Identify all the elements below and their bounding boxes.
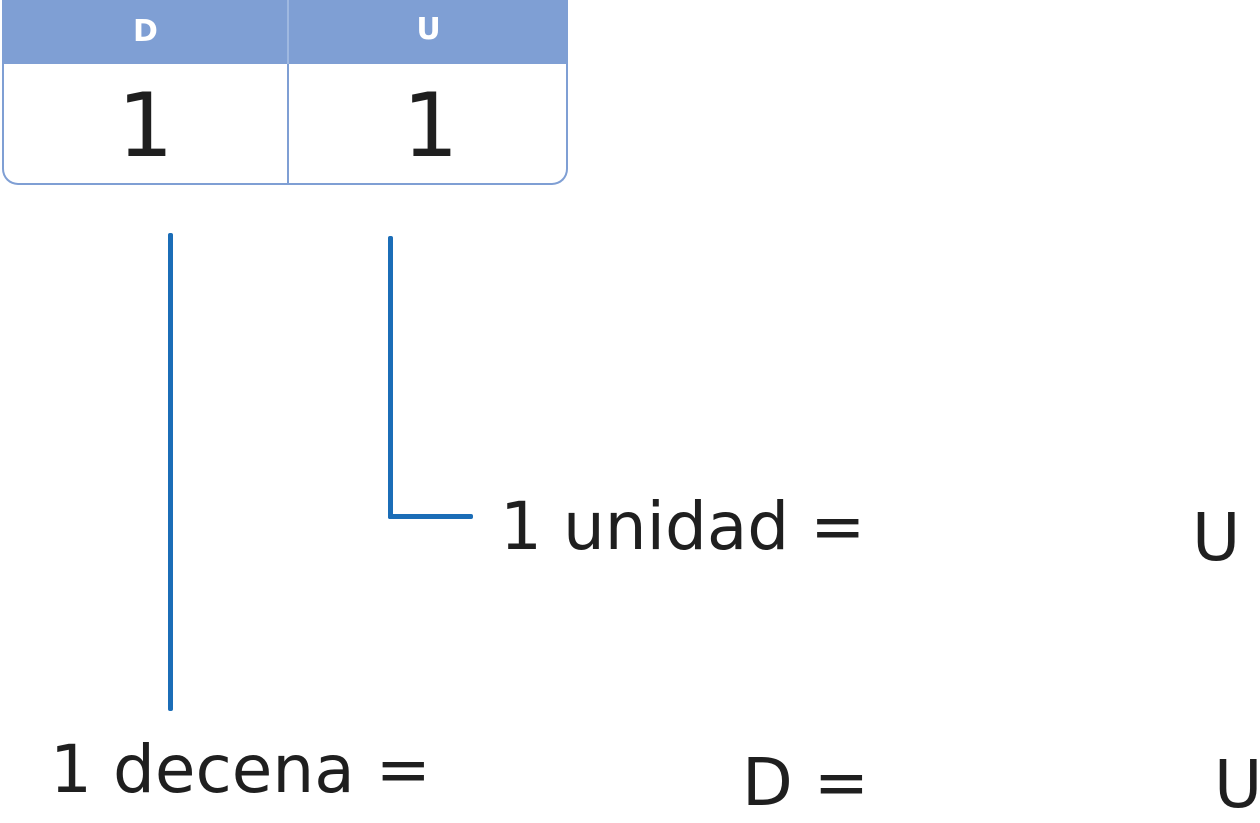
header-units: U	[416, 12, 441, 47]
tens-digit: 1	[117, 74, 174, 177]
ten-unit-symbol: U	[1214, 746, 1260, 823]
units-connector-vertical	[388, 236, 393, 519]
header-divider	[287, 0, 289, 64]
place-value-table: D U 1 1	[2, 0, 568, 185]
column-divider	[287, 0, 289, 183]
tens-connector-line	[168, 233, 173, 711]
header-tens: D	[133, 14, 158, 49]
unit-statement: 1 unidad =	[500, 488, 866, 565]
ten-middle-symbol: D =	[742, 744, 870, 821]
table-header	[4, 0, 566, 64]
unit-symbol: U	[1192, 499, 1241, 576]
units-digit: 1	[402, 74, 459, 177]
ten-statement: 1 decena =	[50, 731, 431, 808]
units-connector-horizontal	[388, 514, 473, 519]
